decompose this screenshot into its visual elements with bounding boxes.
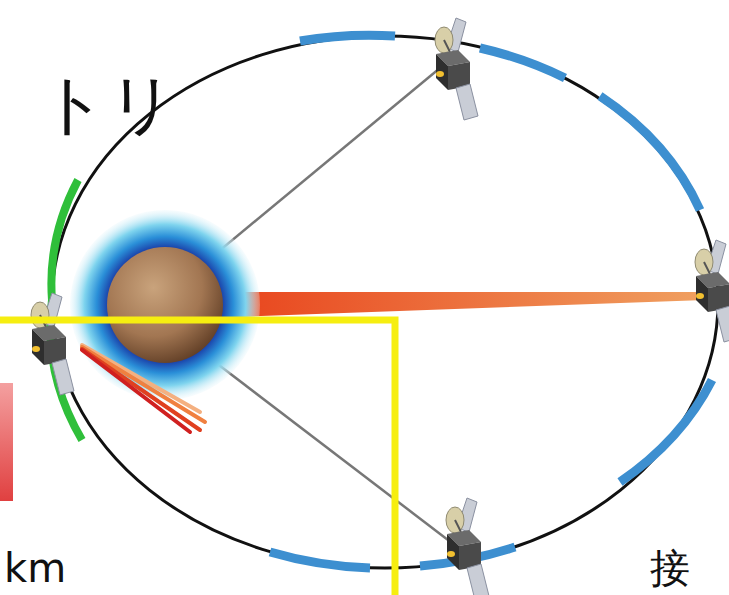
unit-label: km [4, 548, 66, 588]
title-fragment: トリ [40, 72, 176, 138]
note-fragment: 接 [650, 548, 690, 588]
